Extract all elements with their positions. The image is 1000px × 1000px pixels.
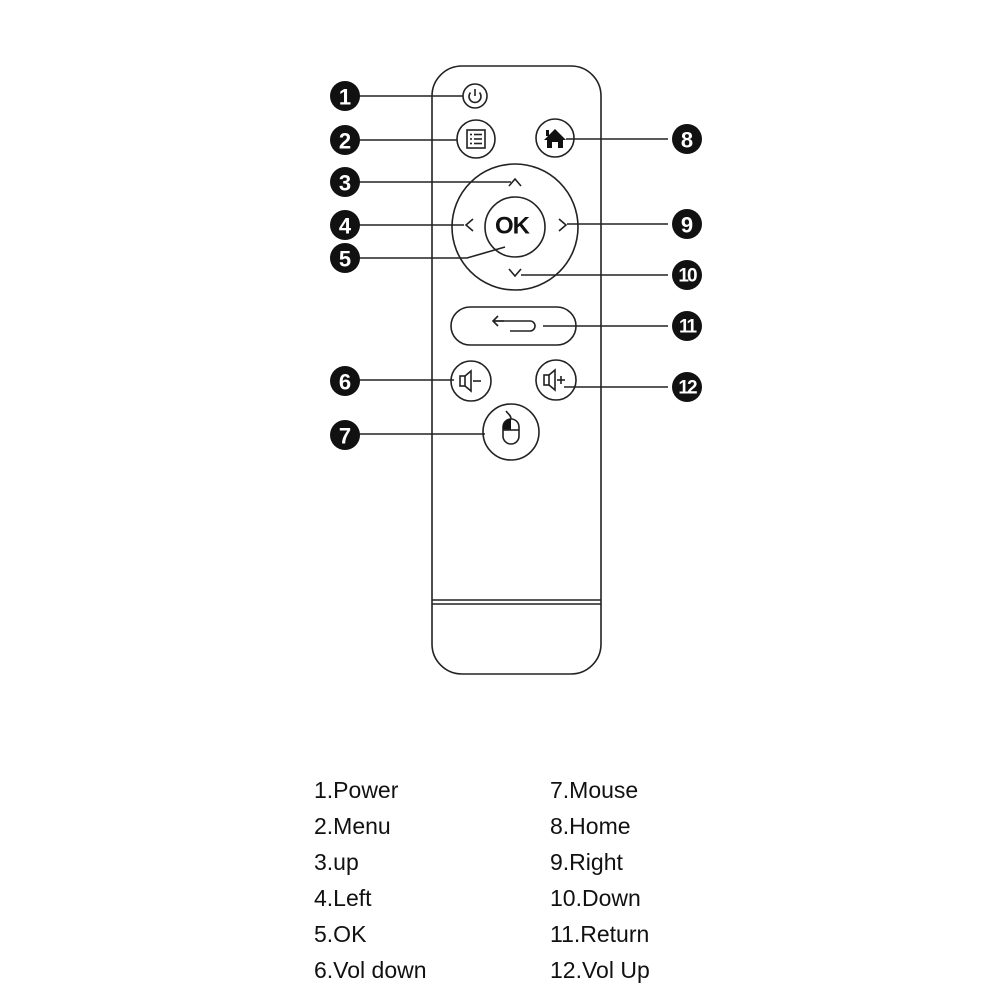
- callout-3: 3: [330, 167, 360, 197]
- remote-body: [431, 65, 602, 675]
- menu-button[interactable]: [456, 119, 496, 159]
- callout-4: 4: [330, 210, 360, 240]
- svg-text:4: 4: [339, 214, 352, 239]
- svg-text:1: 1: [339, 85, 351, 110]
- mouse-icon: [502, 410, 520, 445]
- legend-item: 3.up: [314, 849, 359, 875]
- legend-item: 5.OK: [314, 921, 367, 947]
- legend-item: 11.Return: [550, 921, 650, 947]
- legend-item: 4.Left: [314, 885, 372, 911]
- callout-11: 11: [672, 311, 702, 341]
- legend-item: 1.Power: [314, 777, 399, 803]
- svg-text:12: 12: [678, 378, 697, 399]
- legend-item: 8.Home: [550, 813, 631, 839]
- home-icon: [544, 129, 566, 148]
- volume-down-icon: [459, 369, 481, 393]
- menu-icon: [466, 129, 486, 149]
- chevron-right-icon: [558, 218, 568, 232]
- down-button[interactable]: [508, 268, 522, 278]
- callout-2: 2: [330, 125, 360, 155]
- return-arrow-icon: [491, 315, 536, 332]
- legend-item: 9.Right: [550, 849, 623, 875]
- svg-text:5: 5: [339, 247, 351, 272]
- svg-text:9: 9: [681, 213, 693, 238]
- dpad: [451, 163, 579, 291]
- svg-text:6: 6: [339, 370, 351, 395]
- svg-text:7: 7: [339, 424, 351, 449]
- svg-text:8: 8: [681, 128, 693, 153]
- remote-diagram: OK: [330, 65, 702, 675]
- leader-lines: [356, 95, 668, 435]
- up-button[interactable]: [508, 177, 522, 187]
- svg-text:11: 11: [679, 317, 698, 338]
- legend-item: 6.Vol down: [314, 957, 427, 983]
- legend-right: 7.Mouse 8.Home 9.Right 10.Down 11.Return…: [550, 772, 650, 988]
- chevron-up-icon: [508, 177, 522, 187]
- right-button[interactable]: [558, 218, 568, 232]
- power-icon: [468, 89, 482, 104]
- callout-5: 5: [330, 243, 360, 273]
- legend-item: 7.Mouse: [550, 777, 639, 803]
- legend-item: 12.Vol Up: [550, 957, 650, 983]
- vol-down-button[interactable]: [450, 360, 492, 402]
- left-button[interactable]: [464, 218, 474, 232]
- mouse-button[interactable]: [482, 403, 540, 461]
- svg-text:3: 3: [339, 171, 351, 196]
- svg-text:2: 2: [339, 129, 351, 154]
- callout-6: 6: [330, 366, 360, 396]
- callout-8: 8: [672, 124, 702, 154]
- legend-item: 2.Menu: [314, 813, 391, 839]
- ok-button[interactable]: OK: [484, 196, 546, 258]
- chevron-down-icon: [508, 268, 522, 278]
- home-button[interactable]: [535, 118, 575, 158]
- callout-12: 12: [672, 372, 702, 402]
- chevron-left-icon: [464, 218, 474, 232]
- callout-9: 9: [672, 209, 702, 239]
- callout-1: 1: [330, 81, 360, 111]
- power-button[interactable]: [462, 83, 488, 109]
- ok-label: OK: [495, 213, 531, 240]
- legend-item: 10.Down: [550, 885, 641, 911]
- volume-up-icon: [543, 368, 565, 392]
- callout-10: 10: [672, 260, 702, 290]
- legend-left: 1.Power 2.Menu 3.up 4.Left 5.OK 6.Vol do…: [314, 772, 427, 988]
- vol-up-button[interactable]: [535, 359, 577, 401]
- svg-text:10: 10: [678, 266, 697, 287]
- callout-7: 7: [330, 420, 360, 450]
